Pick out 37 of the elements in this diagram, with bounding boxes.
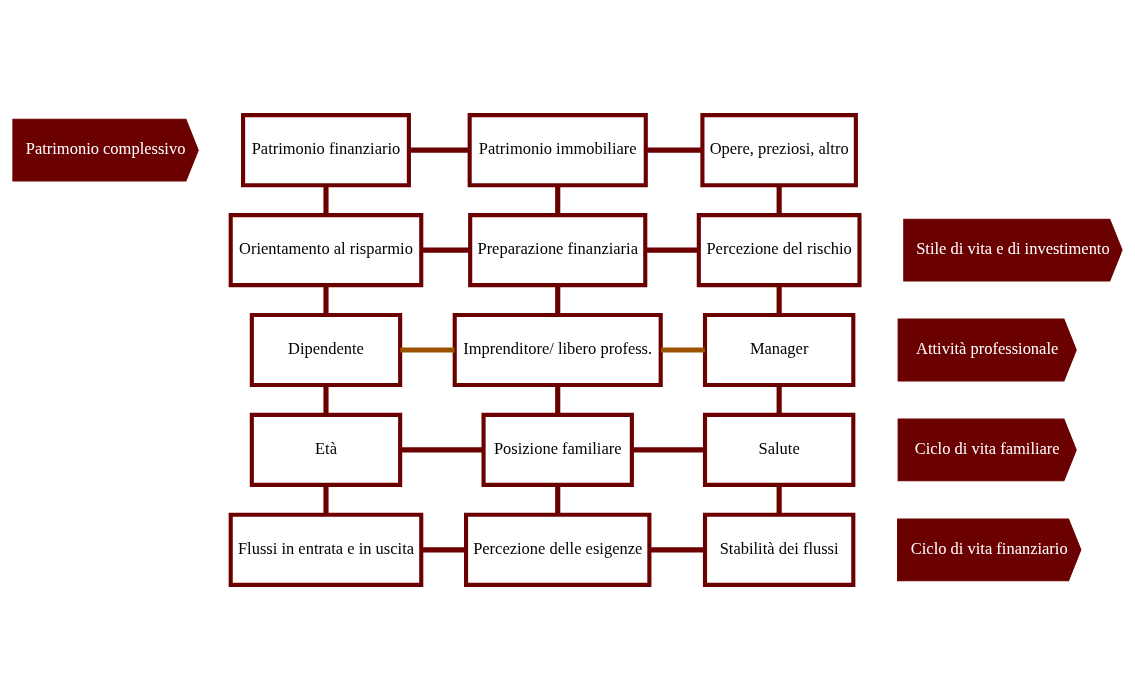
- node-box: Manager: [702, 312, 856, 387]
- node-box: Imprenditore/ libero profess.: [452, 312, 663, 387]
- connector: [632, 446, 705, 452]
- connector: [323, 484, 329, 515]
- node-box: Flussi in entrata e in uscita: [228, 512, 424, 587]
- node-box: Stabilità dei flussi: [702, 512, 856, 587]
- connector: [776, 284, 782, 315]
- connector: [776, 484, 782, 515]
- connector: [776, 384, 782, 415]
- node-box: Patrimonio immobiliare: [467, 112, 648, 187]
- connector: [421, 247, 470, 253]
- connector: [555, 384, 561, 415]
- connector: [555, 284, 561, 315]
- node-box: Età: [249, 412, 403, 487]
- connector: [555, 484, 561, 515]
- connector: [776, 184, 782, 215]
- node-box: Opere, preziosi, altro: [700, 112, 858, 187]
- node-box: Salute: [702, 412, 856, 487]
- connector: [323, 284, 329, 315]
- connector: [649, 546, 705, 552]
- node-box: Percezione delle esigenze: [464, 512, 652, 587]
- node-box: Dipendente: [249, 312, 403, 387]
- node-box: Orientamento al risparmio: [228, 212, 424, 287]
- connector: [661, 346, 705, 353]
- connector: [645, 247, 699, 253]
- node-box: Preparazione finanziaria: [468, 212, 648, 287]
- node-box: Posizione familiare: [481, 412, 634, 487]
- connector: [400, 346, 455, 353]
- connector: [323, 184, 329, 215]
- node-box: Percezione del rischio: [696, 212, 862, 287]
- connector: [400, 446, 484, 452]
- connector: [409, 147, 470, 153]
- connector: [645, 147, 703, 153]
- connector: [555, 184, 561, 215]
- node-box: Patrimonio finanziario: [241, 112, 411, 187]
- connector: [323, 384, 329, 415]
- connector: [421, 546, 466, 552]
